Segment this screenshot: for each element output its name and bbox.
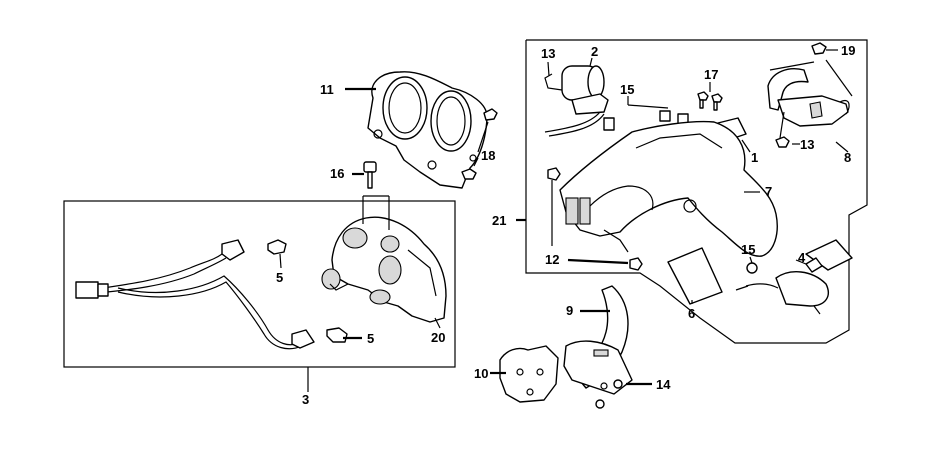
label-5a: 5	[276, 270, 283, 285]
label-10: 10	[474, 366, 488, 381]
inner-cover-part	[559, 120, 778, 257]
label-17: 17	[704, 67, 718, 82]
label-13a: 13	[541, 46, 555, 61]
switch-part	[735, 239, 853, 315]
wiring-harness-part	[75, 239, 315, 350]
plate-part	[667, 247, 723, 305]
group-box-21	[525, 39, 868, 344]
bulb-part	[267, 239, 348, 343]
label-15a: 15	[620, 82, 634, 97]
ignition-switch-part	[544, 65, 609, 137]
label-6: 6	[688, 306, 695, 321]
label-19: 19	[841, 43, 855, 58]
label-9: 9	[566, 303, 573, 318]
screw-part-19	[775, 42, 827, 148]
label-20: 20	[431, 330, 445, 345]
bolt-part	[363, 161, 377, 189]
label-3: 3	[302, 392, 309, 407]
gauge-housing-part	[367, 71, 488, 189]
screw-part	[461, 108, 498, 180]
group-box-3	[63, 200, 456, 368]
label-5b: 5	[367, 331, 374, 346]
mount-bracket-part	[499, 345, 559, 403]
screw-part-12	[547, 167, 643, 271]
label-1: 1	[751, 150, 758, 165]
lower-cover-part	[563, 285, 633, 395]
label-16: 16	[330, 166, 344, 181]
label-7: 7	[765, 184, 772, 199]
label-15b: 15	[741, 242, 755, 257]
label-4: 4	[798, 250, 806, 265]
headlight-housing-part	[321, 216, 447, 323]
label-12: 12	[545, 252, 559, 267]
label-8: 8	[844, 150, 851, 165]
label-13b: 13	[800, 137, 814, 152]
screw-part-17	[697, 91, 723, 111]
clip-part	[603, 110, 689, 131]
part-labels: 1 2 3 4 5 5 6 7 8 9 10 11 12 13 13 14 15…	[276, 43, 855, 407]
screw-part-14	[595, 379, 623, 409]
label-18: 18	[481, 148, 495, 163]
label-21: 21	[492, 213, 506, 228]
label-2: 2	[591, 44, 598, 59]
label-14: 14	[656, 377, 671, 392]
label-11: 11	[320, 82, 334, 97]
lock-bracket-part	[767, 68, 850, 127]
